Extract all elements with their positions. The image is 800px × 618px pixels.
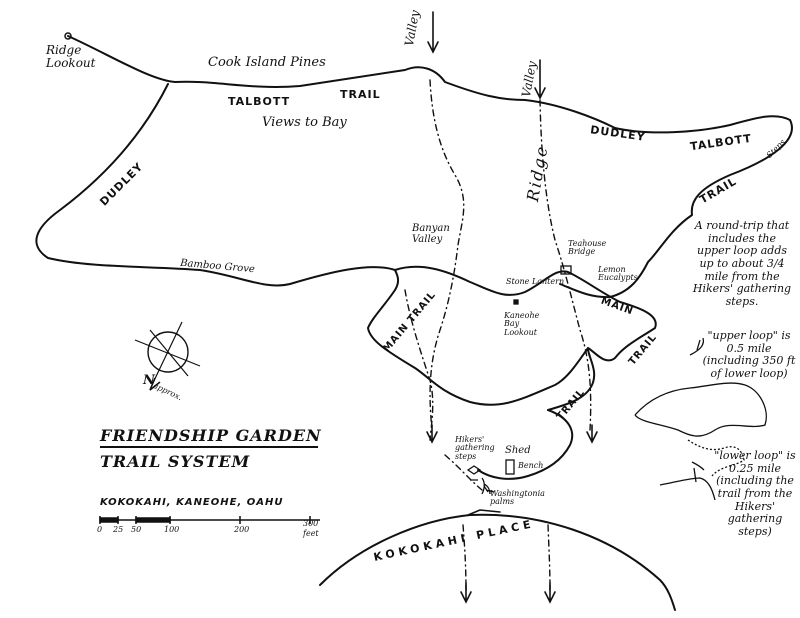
scale-unit: feet — [303, 529, 319, 538]
kokokahi-place-road — [319, 513, 676, 611]
note-round-trip: A round-trip that includes the upper loo… — [692, 219, 792, 308]
note-lower-loop: "lower loop" is 0.25 mile (including the… — [714, 449, 796, 538]
scale-label-200: 200 — [234, 525, 250, 534]
arrow-valley-left — [427, 11, 439, 54]
hiker-steps-marker — [466, 465, 495, 493]
valley-drainage-right — [539, 99, 592, 431]
label-washingtonia-palms: Washingtonia palms — [490, 489, 545, 507]
label-views-to-bay: Views to Bay — [262, 115, 347, 130]
north-label: N — [143, 373, 155, 388]
arrow-road-left — [460, 581, 472, 604]
arrow-right-down — [586, 424, 598, 444]
dudley-left-trail — [35, 83, 396, 287]
drainage-hiker-steps — [444, 454, 483, 491]
arrow-valley-right — [534, 59, 546, 100]
label-trail-top: TRAIL — [340, 88, 381, 101]
map-location: Kokokahi, Kaneohe, Oahu — [100, 497, 284, 508]
label-ridge-lookout: Ridge Lookout — [46, 43, 96, 70]
label-stone-lantern: Stone Lantern — [506, 277, 565, 286]
connector-trail — [547, 349, 596, 411]
map-subtitle: Trail System — [100, 452, 251, 471]
main-trail-loop — [367, 265, 657, 406]
label-talbott-top: TALBOTT — [228, 95, 291, 108]
scale-bar — [99, 516, 320, 524]
scale-label-50: 50 — [131, 525, 142, 534]
label-banyan-valley: Banyan Valley — [412, 223, 450, 245]
stone-lantern-marker — [513, 299, 519, 305]
map-title: Friendship Garden — [100, 426, 322, 445]
label-lemon-eucalypts: Lemon Eucalypts — [598, 265, 638, 283]
scale-label-100: 100 — [164, 525, 180, 534]
scale-label-300: 300 — [303, 519, 319, 528]
teahouse-marker — [560, 265, 572, 275]
compass-rose — [134, 321, 201, 391]
arrow-road-right — [544, 581, 556, 604]
label-hikers-steps: Hikers' gathering steps — [455, 435, 495, 461]
shed-marker — [505, 459, 515, 475]
kokokahi-place-road-inner — [467, 509, 501, 516]
upper-trail-line — [67, 35, 793, 299]
connector-trail-2 — [477, 409, 574, 480]
label-teahouse-bridge: Teahouse Bridge — [568, 239, 607, 257]
arrow-banyan-down — [426, 424, 438, 444]
label-cook-island-pines: Cook Island Pines — [208, 55, 326, 70]
note-upper-loop: "upper loop" is 0.5 mile (including 350 … — [702, 329, 796, 380]
ridge-lookout-marker — [64, 32, 72, 40]
label-bench: Bench — [518, 461, 544, 470]
drainage-lower-left — [404, 289, 434, 441]
drainage-to-road-right — [547, 524, 551, 591]
loop-diagram — [634, 337, 767, 501]
label-shed: Shed — [505, 445, 531, 456]
valley-drainage-left — [429, 79, 465, 431]
palms-marker — [481, 477, 491, 495]
scale-label-0: 0 — [97, 525, 103, 534]
scale-label-25: 25 — [113, 525, 124, 534]
label-kaneohe-bay-lookout: Kaneohe Bay Lookout — [504, 311, 540, 337]
